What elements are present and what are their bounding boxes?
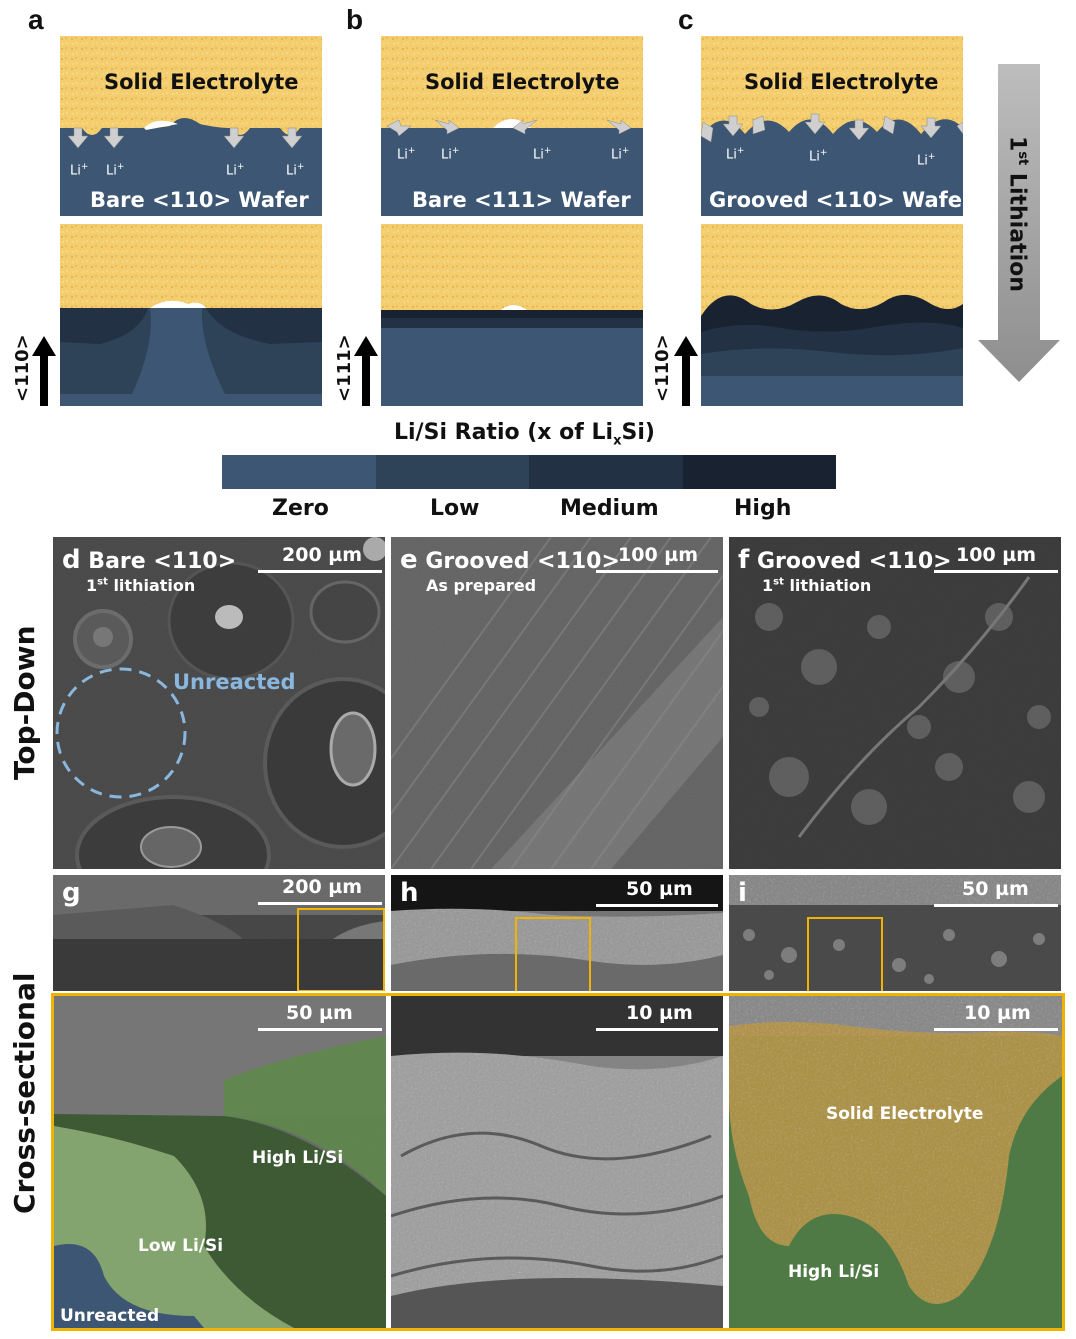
- sem-i-zoom-scale-bar: [934, 1028, 1058, 1031]
- panel-a-label: a: [28, 4, 44, 35]
- sem-g-label: g: [62, 878, 81, 908]
- up-arrow-icon: [354, 336, 378, 406]
- region-label-low-li-si: Low Li/Si: [138, 1236, 224, 1256]
- zoom-box-h: [515, 917, 591, 991]
- colorbar-low-swatch: [375, 455, 529, 489]
- schematic-a-before: [60, 36, 322, 216]
- colorbar-label-zero: Zero: [272, 496, 329, 521]
- schematic-c-wafer-label: Grooved <110> Wafer: [709, 188, 973, 212]
- li-ion-label: Li+: [397, 146, 416, 163]
- colorbar: [222, 455, 836, 489]
- sem-d-scale-label: 200 µm: [282, 544, 363, 566]
- sem-zoom-i: [729, 996, 1062, 1328]
- panel-b-label: b: [346, 4, 364, 35]
- li-ion-label: Li+: [533, 146, 552, 163]
- schematic-a-electrolyte-label: Solid Electrolyte: [104, 70, 299, 94]
- sem-f-subtitle: 1st lithiation: [762, 576, 872, 595]
- li-ion-label: Li+: [106, 162, 125, 179]
- sem-zoom-h: [391, 996, 723, 1328]
- sem-f-scale-bar: [934, 570, 1058, 573]
- sem-g-scale-bar: [258, 902, 382, 905]
- sem-i-scale-label: 50 µm: [962, 878, 1029, 900]
- schematic-b-wafer-label: Bare <111> Wafer: [412, 188, 631, 212]
- sem-h-scale-label: 50 µm: [626, 878, 693, 900]
- schematic-c-after: [701, 224, 963, 406]
- sem-g-scale-label: 200 µm: [282, 876, 363, 898]
- sem-h-zoom-scale-label: 10 µm: [626, 1002, 693, 1024]
- sem-e-subtitle: As prepared: [426, 576, 537, 595]
- zoom-panels-frame: [51, 993, 1065, 1331]
- sem-image-f: [729, 537, 1061, 869]
- sem-image-i: [729, 875, 1061, 991]
- li-ion-label: Li+: [726, 146, 745, 163]
- sem-e-title: e Grooved <110>: [400, 545, 620, 575]
- schematic-b-electrolyte-label: Solid Electrolyte: [425, 70, 620, 94]
- schematic-b-after: [381, 224, 643, 406]
- colorbar-label-low: Low: [430, 496, 480, 521]
- sem-e-scale-label: 100 µm: [618, 544, 699, 566]
- sem-i-label: i: [738, 878, 747, 908]
- schematic-b-before: [381, 36, 643, 216]
- colorbar-label-high: High: [734, 496, 792, 521]
- li-ion-label: Li+: [441, 146, 460, 163]
- colorbar-high-swatch: [682, 455, 836, 489]
- lithiation-arrow-icon: [978, 64, 1060, 382]
- sem-image-h: [391, 875, 723, 991]
- li-ion-label: Li+: [611, 146, 630, 163]
- colorbar-medium-swatch: [529, 455, 683, 489]
- zoom-box-i: [807, 917, 883, 991]
- orientation-label-b: <111>: [334, 334, 355, 402]
- region-label-solid-electrolyte: Solid Electrolyte: [826, 1104, 984, 1124]
- unreacted-region-circle: [55, 667, 187, 799]
- zoom-box-g: [297, 908, 385, 991]
- schematic-a-after: [60, 224, 322, 406]
- sem-e-scale-bar: [596, 570, 718, 573]
- sem-g-zoom-scale-label: 50 µm: [286, 1002, 353, 1024]
- region-label-high-li-si: High Li/Si: [788, 1262, 880, 1282]
- sem-d-subtitle: 1st lithiation: [86, 576, 196, 595]
- li-ion-label: Li+: [226, 162, 245, 179]
- unreacted-annotation: Unreacted: [173, 670, 296, 694]
- sem-image-d: Unreacted: [53, 537, 385, 869]
- sem-d-scale-bar: [258, 570, 382, 573]
- colorbar-title: Li/Si Ratio (x of LixSi): [394, 420, 655, 449]
- panel-c-label: c: [678, 4, 694, 35]
- sem-i-scale-bar: [934, 904, 1058, 907]
- up-arrow-icon: [674, 336, 698, 406]
- sem-g-zoom-scale-bar: [258, 1028, 382, 1031]
- row-label-top-down: Top-Down: [8, 625, 41, 780]
- sem-h-label: h: [400, 878, 419, 908]
- up-arrow-icon: [32, 336, 56, 406]
- li-ion-label: Li+: [286, 162, 305, 179]
- sem-d-title: d Bare <110>: [62, 545, 237, 575]
- schematic-a-wafer-label: Bare <110> Wafer: [90, 188, 309, 212]
- sem-image-e: [391, 537, 723, 869]
- li-ion-label: Li+: [70, 162, 89, 179]
- colorbar-label-medium: Medium: [560, 496, 659, 521]
- sem-f-scale-label: 100 µm: [956, 544, 1037, 566]
- sem-image-g: [53, 875, 385, 991]
- sem-h-scale-bar: [596, 904, 718, 907]
- sem-h-zoom-scale-bar: [596, 1028, 718, 1031]
- li-ion-label: Li+: [917, 152, 936, 169]
- sem-zoom-g: [54, 996, 386, 1328]
- orientation-label-c: <110>: [652, 334, 673, 402]
- schematic-c-electrolyte-label: Solid Electrolyte: [744, 70, 939, 94]
- li-ion-label: Li+: [809, 148, 828, 165]
- orientation-label-a: <110>: [12, 334, 33, 402]
- region-label-high-li-si: High Li/Si: [252, 1148, 344, 1168]
- colorbar-zero-swatch: [222, 455, 376, 489]
- sem-i-zoom-scale-label: 10 µm: [964, 1002, 1031, 1024]
- region-label-unreacted: Unreacted: [60, 1306, 160, 1326]
- sem-f-title: f Grooved <110>: [738, 545, 952, 575]
- row-label-cross-sectional: Cross-sectional: [8, 972, 41, 1214]
- lithiation-label: 1st Lithiation: [1004, 136, 1030, 292]
- schematic-c-before: [701, 36, 963, 216]
